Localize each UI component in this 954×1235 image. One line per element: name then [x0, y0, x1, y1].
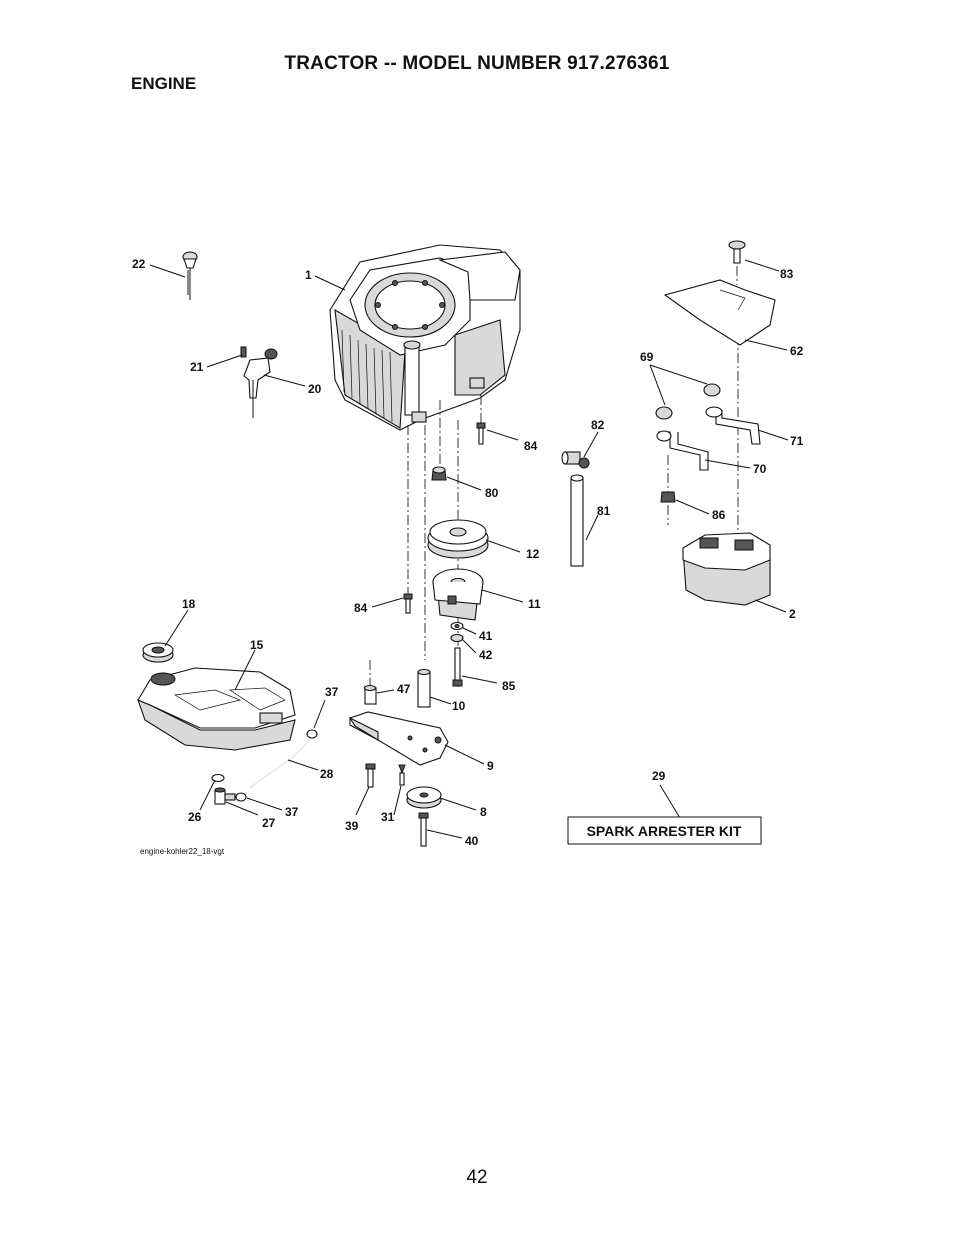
callout-85: 85 — [502, 679, 516, 693]
callout-37-upper: 37 — [325, 685, 339, 699]
callout-11: 11 — [528, 597, 541, 611]
callout-labels: 22 1 21 20 84 80 12 11 84 41 42 85 47 10… — [132, 257, 804, 848]
callout-20: 20 — [308, 382, 322, 396]
page-title: TRACTOR -- MODEL NUMBER 917.276361 — [284, 53, 670, 74]
engine-block-part — [329, 244, 521, 431]
throttle-bracket-part — [240, 346, 278, 418]
dipstick-part — [182, 251, 198, 300]
section-heading: ENGINE — [131, 74, 197, 93]
callout-42: 42 — [479, 648, 493, 662]
idler-bracket-9-part — [348, 711, 449, 766]
callout-86: 86 — [712, 508, 726, 522]
callout-47: 47 — [397, 682, 411, 696]
callout-15: 15 — [250, 638, 264, 652]
spacer-47-part — [363, 684, 377, 705]
nut-86-part — [660, 491, 676, 503]
exhaust-pipe-70-part — [656, 430, 709, 471]
nut-80-part — [431, 466, 447, 481]
callout-26: 26 — [188, 810, 202, 824]
callout-28: 28 — [320, 767, 334, 781]
callout-1: 1 — [305, 268, 312, 282]
fuel-cap-18-part — [142, 642, 174, 663]
bolt-83-part — [728, 240, 746, 264]
screw-31-part — [398, 764, 406, 786]
callout-27: 27 — [262, 816, 276, 830]
diagram-source-code: engine-kohler22_18-vgt — [140, 847, 225, 856]
callout-84-lower: 84 — [354, 601, 368, 615]
pulley-12-part — [427, 519, 489, 559]
idler-pulley-8-part — [406, 786, 442, 809]
callout-84-upper: 84 — [524, 439, 538, 453]
elbow-82-part — [561, 451, 590, 469]
page-number: 42 — [466, 1167, 488, 1188]
clamp-37-upper-part — [306, 729, 318, 739]
callout-10: 10 — [452, 699, 466, 713]
callout-37-lower: 37 — [285, 805, 299, 819]
muffler-2-part — [682, 532, 771, 606]
shutoff-valve-27-part — [214, 787, 236, 805]
spark-arrester-kit-box: SPARK ARRESTER KIT — [567, 816, 762, 845]
washer-26-part — [211, 773, 225, 783]
callout-40: 40 — [465, 834, 479, 848]
leader-lines — [149, 259, 789, 839]
callout-82: 82 — [591, 418, 605, 432]
tube-81-part — [570, 474, 584, 567]
callout-62: 62 — [790, 344, 804, 358]
clutch-11-part — [432, 568, 484, 621]
bolt-84-upper-part — [476, 422, 486, 445]
callout-22: 22 — [132, 257, 146, 271]
washer-42-part — [450, 633, 464, 643]
bolt-84-lower-part — [403, 593, 413, 614]
spark-arrester-kit-label: SPARK ARRESTER KIT — [587, 823, 742, 839]
tube-10-part — [417, 668, 431, 708]
callout-12: 12 — [526, 547, 540, 561]
heat-shield-62-part — [663, 279, 776, 346]
fuel-hose-28-part — [249, 739, 309, 789]
callout-31: 31 — [381, 810, 395, 824]
callout-29: 29 — [652, 769, 666, 783]
gasket-69-part — [655, 383, 721, 420]
callout-2: 2 — [789, 607, 796, 621]
bolt-39-part — [365, 763, 376, 788]
washer-41-part — [450, 621, 464, 631]
callout-41: 41 — [479, 629, 493, 643]
callout-9: 9 — [487, 759, 494, 773]
callout-83: 83 — [780, 267, 794, 281]
callout-8: 8 — [480, 805, 487, 819]
bolt-40-part — [418, 812, 429, 847]
callout-71: 71 — [790, 434, 804, 448]
callout-18: 18 — [182, 597, 196, 611]
fuel-tank-15-part — [137, 667, 296, 751]
exhaust-pipe-71-part — [705, 406, 761, 445]
callout-21: 21 — [190, 360, 204, 374]
callout-80: 80 — [485, 486, 499, 500]
clamp-37-lower-part — [235, 792, 247, 802]
bolt-85-part — [452, 647, 463, 687]
callout-70: 70 — [753, 462, 767, 476]
callout-81: 81 — [597, 504, 611, 518]
callout-39: 39 — [345, 819, 359, 833]
callout-69: 69 — [640, 350, 654, 364]
